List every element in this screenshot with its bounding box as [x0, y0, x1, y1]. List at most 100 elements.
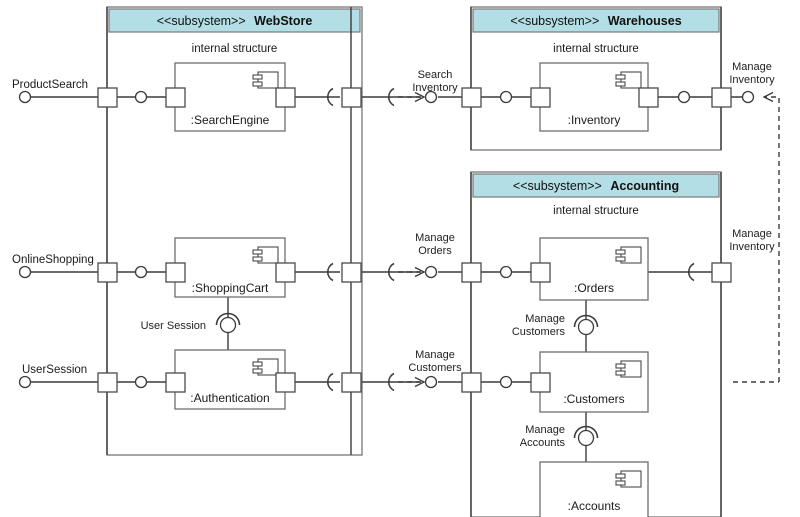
lollipop-manage-inventory-top[interactable] [741, 90, 755, 104]
user-session-socket [215, 312, 241, 326]
label-usersession: UserSession [22, 364, 87, 376]
inventory-label: :Inventory [568, 113, 621, 127]
label-manage-orders-1: Manage [415, 232, 455, 244]
port-searchengine-right[interactable] [275, 87, 296, 108]
label-search-inventory-2: Inventory [412, 82, 458, 94]
component-icon [615, 360, 642, 378]
port-webstore-left-3[interactable] [97, 372, 118, 393]
port-accounting-left-1[interactable] [461, 262, 482, 283]
warehouses-header-text: <<subsystem>> Warehouses [510, 14, 681, 28]
port-shoppingcart-left[interactable] [165, 262, 186, 283]
manage-customers-ball [577, 318, 595, 336]
port-authentication-right[interactable] [275, 372, 296, 393]
label-manage-inventory-top-2: Inventory [729, 74, 775, 86]
lollipop-usersession[interactable] [18, 375, 32, 389]
interface-labels: Search Inventory Manage Inventory Manage… [141, 61, 776, 449]
port-shoppingcart-right[interactable] [275, 262, 296, 283]
part-customers[interactable]: :Customers [539, 351, 649, 413]
authentication-label: :Authentication [190, 391, 269, 405]
subsystem-accounting[interactable]: <<subsystem>> Accounting internal struct… [470, 171, 722, 517]
port-customers-left[interactable] [530, 372, 551, 393]
port-accounting-left-2[interactable] [461, 372, 482, 393]
label-manage-accounts-1: Manage [525, 424, 565, 436]
component-icon [252, 71, 279, 89]
label-manage-orders-2: Orders [418, 245, 452, 257]
port-orders-left[interactable] [530, 262, 551, 283]
label-manage-customers-ext-1: Manage [415, 349, 455, 361]
socket-manage-inventory-bottom[interactable] [688, 262, 695, 282]
port-accounting-right[interactable] [711, 262, 732, 283]
lollipop-productsearch[interactable] [18, 90, 32, 104]
orders-label: :Orders [574, 281, 614, 295]
searchengine-label: :SearchEngine [191, 113, 270, 127]
part-searchengine[interactable]: :SearchEngine [174, 62, 286, 132]
provided-interfaces [18, 90, 755, 389]
webstore-header-band [108, 8, 361, 33]
label-manage-inventory-bottom-2: Inventory [729, 241, 775, 253]
assembly-user-session[interactable] [215, 312, 241, 334]
manage-accounts-socket [573, 425, 599, 439]
port-inventory-left[interactable] [530, 87, 551, 108]
label-manage-customers-2: Customers [512, 326, 566, 338]
required-interfaces [327, 87, 695, 392]
assembly-manage-customers[interactable] [573, 314, 599, 336]
port-authentication-left[interactable] [165, 372, 186, 393]
label-search-inventory-1: Search [418, 69, 453, 81]
assembly-dependencies [398, 97, 424, 382]
component-icon [615, 246, 642, 264]
port-searchengine-left[interactable] [165, 87, 186, 108]
component-icon [615, 470, 642, 488]
lollipop-inventory-out[interactable] [677, 90, 691, 104]
part-accounts[interactable]: :Accounts [539, 461, 649, 517]
webstore-name: WebStore [254, 14, 312, 28]
socket-webstore-out-3[interactable] [327, 372, 334, 392]
ball-search-inventory[interactable] [424, 90, 438, 104]
label-manage-customers-ext-2: Customers [408, 362, 462, 374]
accounts-label: :Accounts [568, 499, 621, 513]
component-icon [252, 246, 279, 264]
manage-inventory-dependency-path [764, 97, 780, 382]
socket-search-inventory[interactable] [388, 87, 395, 107]
lollipop-inventory-in[interactable] [499, 90, 513, 104]
part-orders[interactable]: :Orders [539, 237, 649, 301]
warehouses-header-band [472, 8, 720, 33]
port-warehouses-left[interactable] [461, 87, 482, 108]
component-icon [252, 358, 279, 376]
part-shoppingcart[interactable]: :ShoppingCart [174, 237, 286, 298]
label-manage-inventory-top-1: Manage [732, 61, 772, 73]
port-webstore-right-1[interactable] [341, 87, 362, 108]
label-user-session: User Session [141, 320, 206, 332]
socket-manage-customers-ext[interactable] [388, 372, 395, 392]
socket-webstore-out-2[interactable] [327, 262, 334, 282]
part-inventory[interactable]: :Inventory [539, 62, 649, 132]
accounting-header-band [472, 173, 720, 198]
socket-manage-orders[interactable] [388, 262, 395, 282]
lollipop-onlineshopping[interactable] [18, 265, 32, 279]
port-webstore-left-2[interactable] [97, 262, 118, 283]
label-productsearch: ProductSearch [12, 79, 88, 91]
socket-webstore-out-1[interactable] [327, 87, 334, 107]
lollipop-searchengine-in[interactable] [134, 90, 148, 104]
port-webstore-right-3[interactable] [341, 372, 362, 393]
warehouses-internal-structure-label: internal structure [553, 43, 639, 55]
lollipop-authentication-in[interactable] [134, 375, 148, 389]
accounting-name: Accounting [610, 179, 679, 193]
assembly-manage-accounts[interactable] [573, 425, 599, 447]
port-warehouses-right[interactable] [711, 87, 732, 108]
lollipop-shoppingcart-in[interactable] [134, 265, 148, 279]
label-manage-customers-1: Manage [525, 313, 565, 325]
part-authentication[interactable]: :Authentication [174, 349, 286, 410]
ball-manage-customers-ext[interactable] [424, 375, 438, 389]
port-inventory-right[interactable] [638, 87, 659, 108]
dependency-manage-inventory [733, 97, 780, 383]
port-webstore-right-2[interactable] [341, 262, 362, 283]
port-webstore-left-1[interactable] [97, 87, 118, 108]
component-icon [615, 71, 642, 89]
ball-manage-orders[interactable] [424, 265, 438, 279]
webstore-header-text: <<subsystem>> WebStore [157, 14, 313, 28]
manage-accounts-ball [577, 429, 595, 447]
user-session-ball [219, 316, 237, 334]
lollipop-customers-in[interactable] [499, 375, 513, 389]
lollipop-orders-in[interactable] [499, 265, 513, 279]
